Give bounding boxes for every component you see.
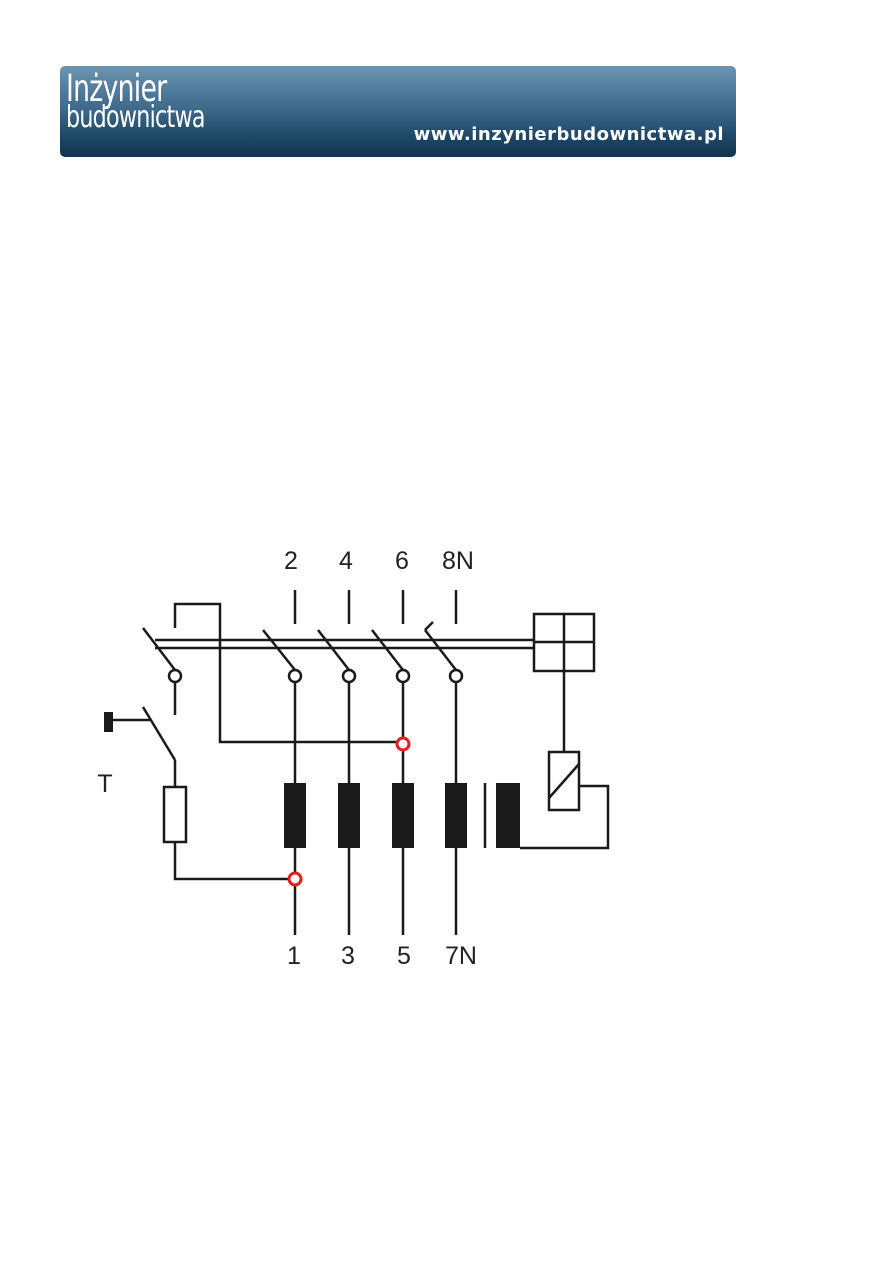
logo-line2: budownictwa (66, 100, 205, 135)
test-label: T (97, 770, 112, 798)
bottom-terminal-label: 7N (445, 942, 477, 970)
winding-3 (338, 783, 360, 848)
contact-3 (371, 629, 404, 671)
test-button-icon (104, 712, 113, 732)
winding-5 (392, 783, 414, 848)
test-loop-lower (173, 842, 289, 881)
terminal-circle (448, 668, 464, 684)
site-url[interactable]: www.inzynierbudownictwa.pl (413, 124, 724, 145)
terminal-circle (287, 668, 303, 684)
contact-2 (317, 629, 350, 671)
core-secondary-winding (496, 783, 520, 848)
logo-line1: Inżynier (66, 67, 167, 110)
test-resistor (162, 785, 188, 844)
contact-1 (262, 629, 296, 671)
bottom-terminal-label: 5 (397, 942, 411, 970)
test-switch-contact (141, 706, 177, 761)
test-loop-upper (173, 602, 397, 744)
top-terminal-label: 8N (442, 547, 474, 575)
junction-point (395, 736, 411, 752)
wiring (111, 590, 610, 935)
trip-coil (547, 750, 581, 812)
top-terminal-label: 6 (395, 547, 409, 575)
top-terminal-label: 2 (284, 547, 298, 575)
terminal-circle (341, 668, 357, 684)
terminal-circle (167, 668, 183, 684)
bottom-terminal-label: 1 (287, 942, 301, 970)
header-banner: Inżynier budownictwa www.inzynierbudowni… (60, 66, 736, 157)
top-terminal-label: 4 (339, 547, 353, 575)
bottom-terminal-label: 3 (341, 942, 355, 970)
contact-n (424, 629, 457, 671)
junction-point (287, 871, 303, 887)
logo: Inżynier budownictwa (66, 70, 254, 133)
winding-1 (284, 783, 306, 848)
terminal-circle (395, 668, 411, 684)
winding-7n (445, 783, 467, 848)
